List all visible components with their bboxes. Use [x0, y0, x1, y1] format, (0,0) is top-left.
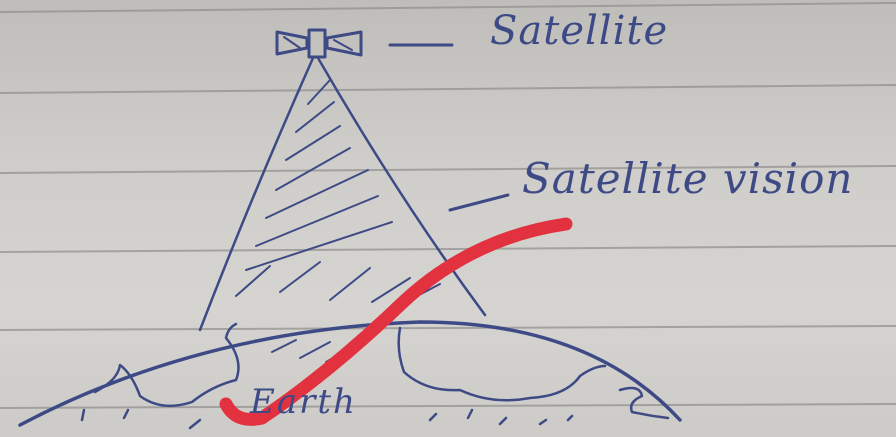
vision-leader-line	[448, 193, 510, 212]
check-mark-icon	[219, 217, 573, 426]
earth-continents	[80, 322, 670, 430]
earth-label: Earth	[250, 382, 357, 422]
satellite-vision-label: Satellite vision	[522, 154, 854, 203]
satellite-icon	[275, 28, 363, 59]
vision-hatching	[235, 79, 441, 363]
ruled-lines	[0, 2, 896, 409]
satellite-label: Satellite	[490, 8, 669, 54]
vision-cone	[198, 56, 487, 332]
